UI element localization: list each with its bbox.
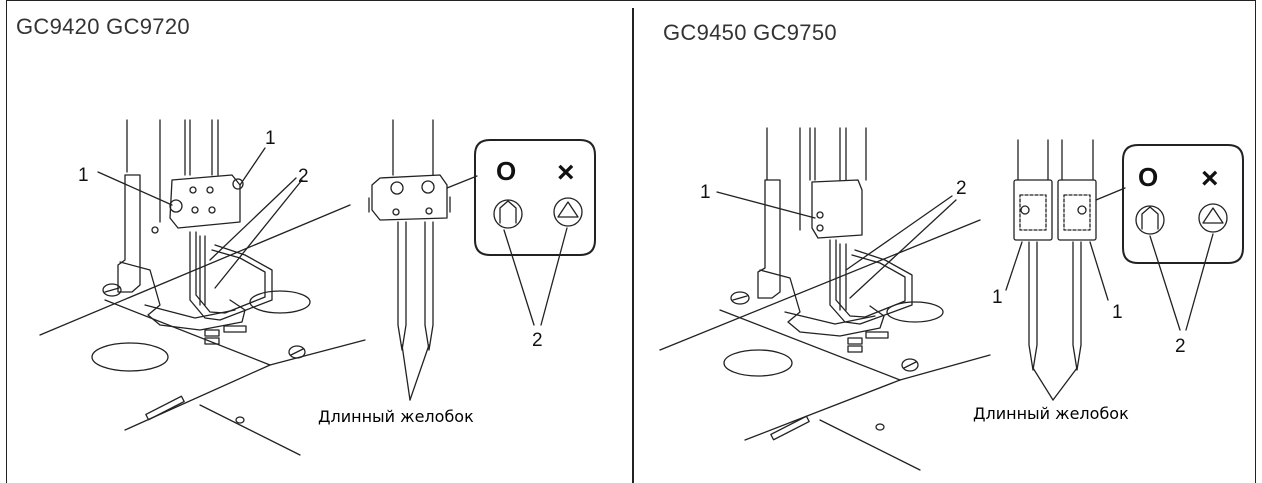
right-callout-2a: 2 [956, 178, 967, 199]
left-ng-symbol: × [557, 156, 575, 189]
right-machine-illustration [659, 127, 991, 471]
left-orientation-callout [474, 139, 596, 256]
left-callout-1a: 1 [78, 165, 89, 186]
panel-divider [632, 8, 634, 483]
left-callout-2a: 2 [298, 166, 309, 187]
right-callout-1c: 1 [1112, 302, 1123, 323]
right-needle-detail [1005, 139, 1126, 401]
right-panel-title: GC9450 GC9750 [663, 20, 837, 45]
right-ok-symbol: O [1138, 162, 1158, 192]
left-caption: Длинный желобок [318, 407, 474, 426]
left-callout-2b: 2 [532, 330, 543, 351]
left-machine-illustration [39, 119, 366, 456]
left-needle-detail [368, 119, 478, 401]
right-callout-1a: 1 [700, 182, 711, 203]
left-leader-lines [97, 147, 568, 326]
right-callout-2b: 2 [1175, 336, 1186, 357]
left-ok-symbol: O [496, 156, 516, 186]
left-callout-1b: 1 [265, 128, 276, 149]
right-caption: Длинный желобок [973, 404, 1129, 423]
figure-frame [6, 0, 1256, 483]
right-orientation-callout [1122, 144, 1244, 264]
right-callout-1b: 1 [992, 287, 1003, 308]
right-ng-symbol: × [1201, 162, 1219, 195]
right-leader-lines [716, 191, 1214, 331]
left-panel-title: GC9420 GC9720 [16, 14, 190, 39]
